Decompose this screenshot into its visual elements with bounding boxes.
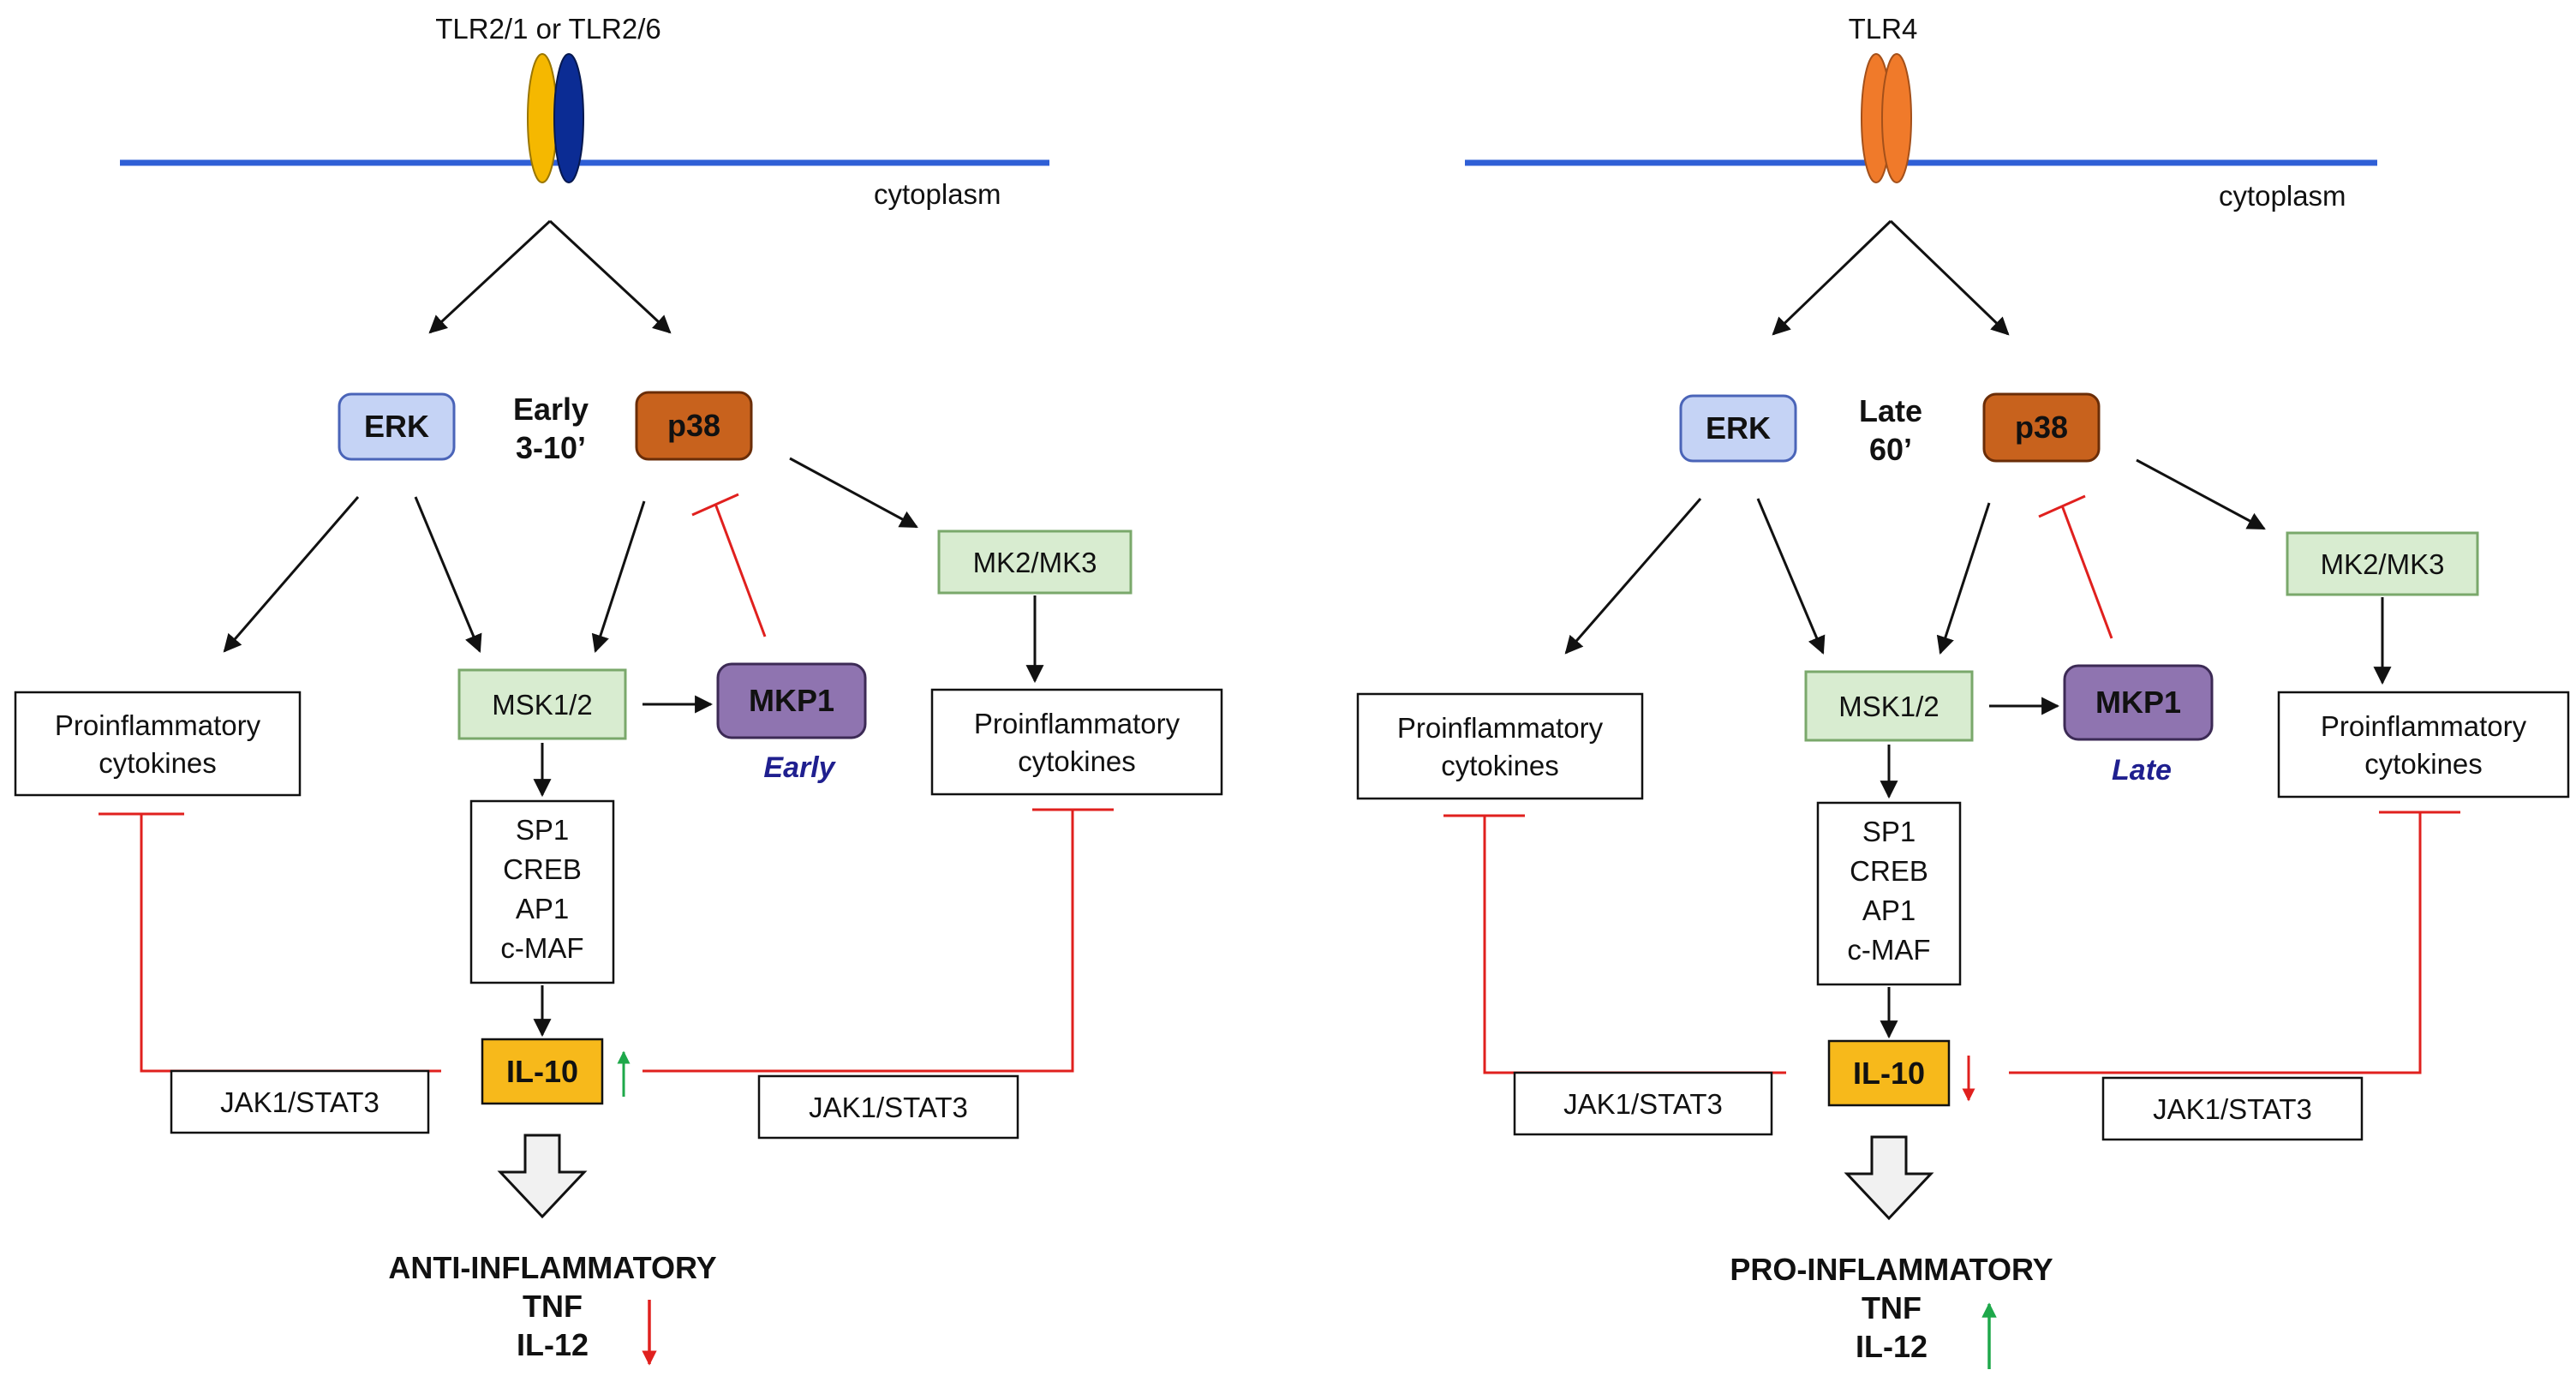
mkp1-timing-label: Late (2112, 754, 2172, 787)
tlr4-right-subunit-icon (1881, 53, 1912, 183)
receptor-label: TLR4 (1849, 13, 1918, 45)
cytokines-left-box (1356, 692, 1644, 800)
arrow-receptor-to-p38 (1889, 219, 2010, 336)
arrow-p38-to-msk (1936, 502, 1991, 655)
tf-line: AP1 (516, 893, 569, 924)
mkp1-timing-label: Early (763, 751, 836, 784)
arrow-p38-to-mk (789, 457, 918, 529)
jak-right-box (757, 1074, 1019, 1140)
inhibit-jak-left-cytokines (1443, 814, 1786, 1074)
cytokines-left-line2: cytokines (1441, 750, 1559, 781)
outcome-line: TNF (523, 1289, 583, 1324)
il10-label: IL-10 (1853, 1056, 1925, 1091)
arrow-p38-to-msk (591, 500, 646, 653)
jak-right-box (2101, 1076, 2364, 1141)
erk-label: ERK (364, 409, 429, 444)
jak-left-box (170, 1069, 430, 1134)
jak-right-label: JAK1/STAT3 (809, 1092, 968, 1123)
cytokines-left-line2: cytokines (99, 747, 217, 779)
cytokines-right-line2: cytokines (2364, 748, 2483, 780)
mk2-mk3-label: MK2/MK3 (2321, 548, 2445, 580)
outcome-title: PRO-INFLAMMATORY (1730, 1252, 2053, 1287)
tlr2-right-subunit-icon (553, 53, 584, 183)
inhibit-jak-right-cytokines (643, 808, 1114, 1073)
cytokines-right-line1: Proinflammatory (2321, 710, 2527, 742)
timing-top: Late (1859, 393, 1922, 428)
mk2-mk3-node (937, 529, 1133, 595)
tf-line: c-MAF (500, 932, 583, 964)
tf-box (469, 799, 615, 984)
cytoplasm-label: cytoplasm (2219, 180, 2346, 212)
timing-bottom: 3-10’ (516, 430, 586, 465)
mkp1-label: MKP1 (2095, 685, 2181, 720)
arrow-erk-to-msk (414, 496, 482, 653)
il10-node (481, 1038, 604, 1105)
p38-label: p38 (2015, 410, 2068, 445)
arrow-receptor-to-p38 (548, 219, 672, 334)
outcome-line: IL-12 (1856, 1329, 1928, 1364)
jak-right-label: JAK1/STAT3 (2153, 1093, 2312, 1125)
arrow-p38-to-mk (2136, 458, 2266, 530)
msk-label: MSK1/2 (1838, 691, 1939, 722)
panel-tlr4: TLR4 cytoplasm ERK Late 60’ p38 MK2/MK3 … (1356, 13, 2570, 1369)
timing-bottom: 60’ (1869, 432, 1912, 467)
cytokines-left-line1: Proinflammatory (55, 709, 261, 741)
jak-left-box (1513, 1071, 1773, 1136)
cytokines-right-box (930, 688, 1223, 796)
msk-node (1804, 670, 1974, 742)
cytoplasm-label: cytoplasm (874, 178, 1001, 210)
panel-tlr2: TLR2/1 or TLR2/6 cytoplasm ERK Early 3-1… (14, 13, 1223, 1366)
outcome-line: TNF (1862, 1290, 1922, 1325)
cytokines-left-line1: Proinflammatory (1397, 712, 1604, 744)
p38-label: p38 (667, 408, 720, 443)
cytokines-right-box (2277, 691, 2570, 799)
outcome-line: IL-12 (517, 1327, 589, 1362)
p38-node (635, 391, 753, 461)
erk-node (338, 392, 456, 461)
mk2-mk3-node (2286, 531, 2479, 596)
outcome-title: ANTI-INFLAMMATORY (388, 1250, 716, 1285)
mk2-mk3-label: MK2/MK3 (973, 547, 1097, 578)
erk-node (1679, 394, 1797, 463)
cytokines-right-line1: Proinflammatory (974, 708, 1180, 739)
cytokines-right-line2: cytokines (1018, 745, 1136, 777)
il10-label: IL-10 (506, 1054, 578, 1089)
jak-left-label: JAK1/STAT3 (220, 1086, 380, 1118)
p38-node (1982, 392, 2101, 463)
tf-line: CREB (1850, 855, 1928, 887)
tf-line: SP1 (516, 814, 569, 846)
arrow-erk-to-msk (1756, 498, 1826, 655)
cytokines-left-box (14, 691, 302, 797)
arrow-receptor-to-erk (1772, 219, 1892, 336)
mkp1-node (716, 662, 867, 739)
arrow-erk-to-cytokines (223, 496, 360, 653)
arrow-erk-to-cytokines (1564, 498, 1702, 655)
inhibit-mkp1-p38 (691, 493, 767, 637)
tf-line: CREB (503, 853, 582, 885)
outcome-block-arrow-icon (1844, 1135, 1934, 1221)
receptor-label: TLR2/1 or TLR2/6 (435, 13, 661, 45)
arrow-receptor-to-erk (428, 219, 552, 334)
jak-left-label: JAK1/STAT3 (1563, 1088, 1723, 1120)
timing-top: Early (513, 392, 589, 427)
inhibit-jak-right-cytokines (2009, 811, 2460, 1074)
inhibit-jak-left-cytokines (99, 812, 441, 1073)
tf-box (1816, 801, 1962, 986)
mkp1-node (2063, 664, 2214, 741)
tf-line: SP1 (1862, 816, 1916, 847)
outcome-block-arrow-icon (497, 1134, 588, 1219)
tf-line: c-MAF (1847, 934, 1930, 966)
msk-node (457, 668, 627, 740)
mkp1-label: MKP1 (749, 683, 834, 718)
tlr2-left-subunit-icon (527, 53, 558, 183)
msk-label: MSK1/2 (492, 689, 592, 721)
il10-node (1827, 1039, 1951, 1107)
inhibit-mkp1-p38 (2038, 494, 2113, 639)
erk-label: ERK (1706, 410, 1771, 446)
tf-line: AP1 (1862, 894, 1916, 926)
